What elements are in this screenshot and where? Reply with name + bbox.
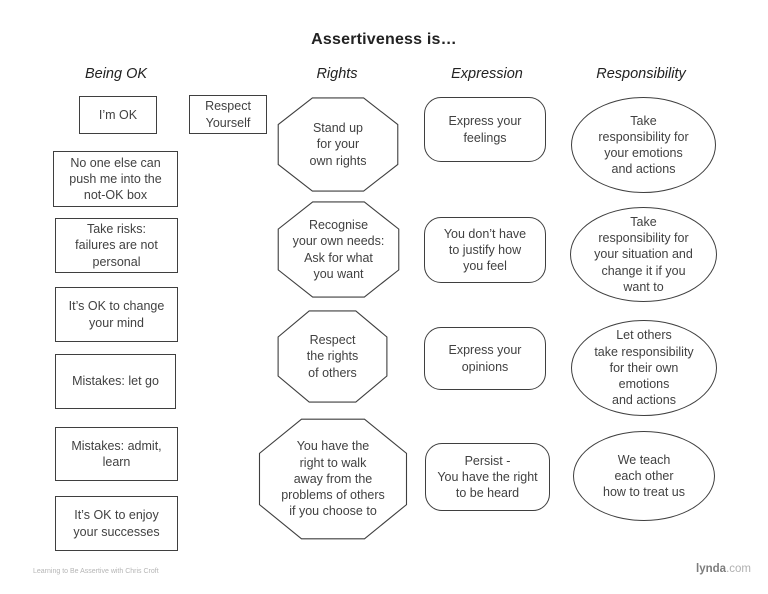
- persist-right-to-be-heard-box: Persist - You have the right to be heard: [425, 443, 550, 511]
- node-text: It’s OK to change your mind: [68, 299, 165, 330]
- respect-yourself-box: Respect Yourself: [189, 95, 267, 134]
- course-credit-text: Learning to Be Assertive with Chris Crof…: [33, 568, 159, 575]
- column-header-being-ok: Being OK: [84, 66, 148, 82]
- im-ok-box: I’m OK: [79, 96, 157, 134]
- node-text: Express your opinions: [448, 343, 522, 374]
- node-text: You have the right to walk away from the…: [281, 439, 385, 519]
- stand-up-for-rights-octagon: Stand up for your own rights: [277, 97, 399, 192]
- octagon-shape: [277, 201, 400, 298]
- node-text: Stand up for your own rights: [309, 121, 367, 168]
- page-title: Assertiveness is…: [311, 31, 457, 48]
- node-text: No one else can push me into the not-OK …: [69, 155, 162, 203]
- node-text: Express your feelings: [448, 114, 522, 145]
- mistakes-let-go-box: Mistakes: let go: [55, 354, 176, 409]
- node-text: Respect Yourself: [205, 99, 251, 130]
- ok-to-change-mind-box: It’s OK to change your mind: [55, 287, 178, 342]
- node-text: Let others take responsibility for their…: [594, 328, 694, 408]
- no-one-else-box: No one else can push me into the not-OK …: [53, 151, 178, 207]
- octagon-shape: [277, 97, 399, 192]
- express-opinions-box: Express your opinions: [424, 327, 546, 390]
- lynda-logo: lynda.com: [696, 563, 751, 575]
- column-header-responsibility: Responsibility: [596, 66, 686, 82]
- lynda-logo-bold: lynda: [696, 563, 727, 575]
- node-text: Persist - You have the right to be heard: [437, 453, 538, 501]
- take-responsibility-situation-ellipse: Take responsibility for your situation a…: [570, 207, 717, 302]
- node-text: Respect the rights of others: [306, 333, 359, 380]
- take-responsibility-emotions-ellipse: Take responsibility for your emotions an…: [571, 97, 716, 193]
- column-header-expression: Expression: [451, 66, 523, 82]
- node-text: Take responsibility for your emotions an…: [598, 113, 689, 177]
- we-teach-each-other-ellipse: We teach each other how to treat us: [573, 431, 715, 521]
- dont-justify-feelings-box: You don’t have to justify how you feel: [424, 217, 546, 283]
- node-text: Mistakes: admit, learn: [71, 438, 162, 469]
- node-text: We teach each other how to treat us: [603, 452, 685, 500]
- node-text: Take responsibility for your situation a…: [594, 214, 693, 294]
- take-risks-box: Take risks: failures are not personal: [55, 218, 178, 273]
- octagon-shape: [277, 310, 388, 403]
- column-header-rights: Rights: [316, 66, 358, 82]
- lynda-logo-suffix: .com: [726, 563, 751, 575]
- node-text: I’m OK: [98, 107, 138, 122]
- octagon-shape: [258, 418, 408, 540]
- respect-rights-of-others-octagon: Respect the rights of others: [277, 310, 388, 403]
- right-to-walk-away-octagon: You have the right to walk away from the…: [258, 418, 408, 540]
- recognise-needs-octagon: Recognise your own needs: Ask for what y…: [277, 201, 400, 298]
- express-feelings-box: Express your feelings: [424, 97, 546, 162]
- node-text: Take risks: failures are not personal: [75, 222, 158, 269]
- ok-to-enjoy-successes-box: It’s OK to enjoy your successes: [55, 496, 178, 551]
- mistakes-admit-learn-box: Mistakes: admit, learn: [55, 427, 178, 481]
- node-text: It’s OK to enjoy your successes: [73, 508, 160, 539]
- node-text: Recognise your own needs: Ask for what y…: [292, 218, 385, 281]
- node-text: You don’t have to justify how you feel: [443, 226, 527, 274]
- node-text: Mistakes: let go: [72, 374, 159, 389]
- let-others-take-responsibility-ellipse: Let others take responsibility for their…: [571, 320, 717, 416]
